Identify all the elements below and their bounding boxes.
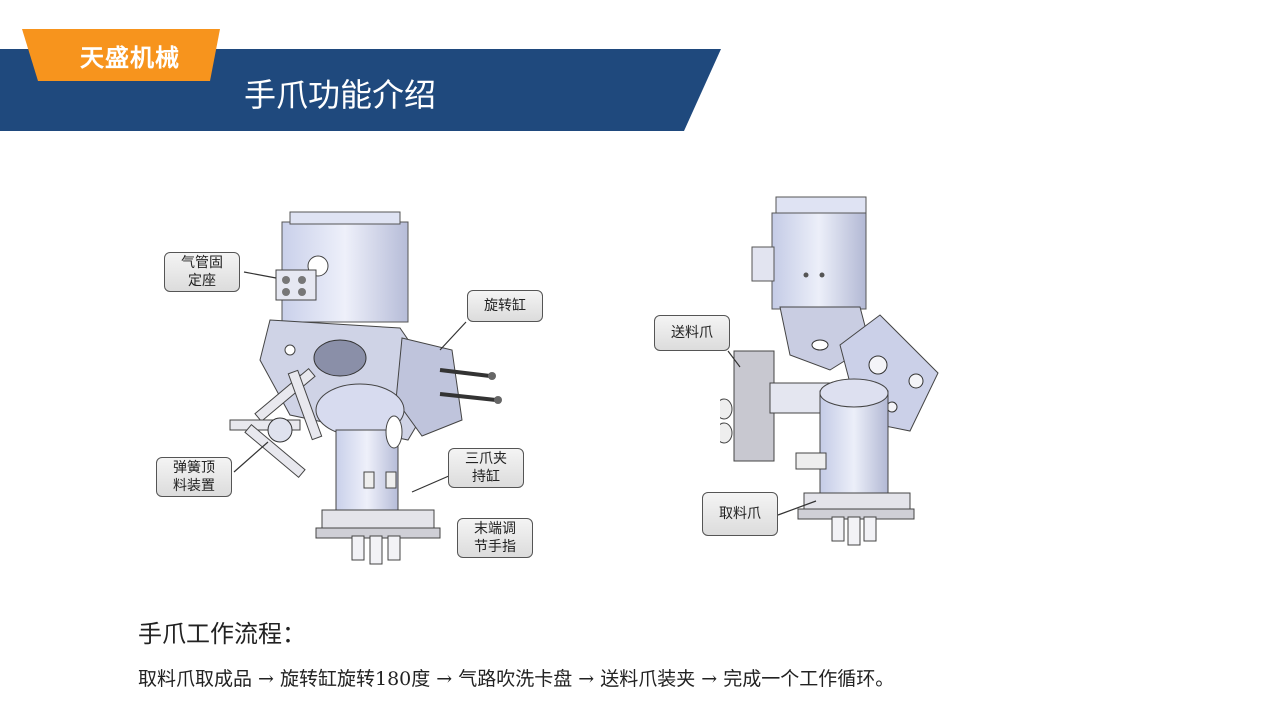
gripper-illustration-left bbox=[229, 211, 502, 565]
brand-name: 天盛机械 bbox=[80, 44, 180, 72]
callout-air-pipe-mount: 气管固 定座 bbox=[164, 252, 240, 292]
brand-tab bbox=[22, 29, 220, 81]
slide-title: 手爪功能介绍 bbox=[244, 76, 437, 114]
callout-end-finger: 末端调 节手指 bbox=[457, 518, 533, 558]
callout-rotary-cylinder: 旋转缸 bbox=[467, 290, 543, 322]
gripper-illustration-right bbox=[720, 196, 939, 546]
callout-feeding-claw: 送料爪 bbox=[654, 315, 730, 351]
callout-three-jaw-cylinder: 三爪夹 持缸 bbox=[448, 448, 524, 488]
callout-picking-claw: 取料爪 bbox=[702, 492, 778, 536]
header-banner bbox=[0, 29, 721, 131]
process-text: 取料爪取成品 → 旋转缸旋转180度 → 气路吹洗卡盘 → 送料爪装夹 → 完成… bbox=[138, 668, 895, 690]
process-title: 手爪工作流程： bbox=[138, 620, 306, 648]
callout-spring-ejector: 弹簧顶 料装置 bbox=[156, 457, 232, 497]
